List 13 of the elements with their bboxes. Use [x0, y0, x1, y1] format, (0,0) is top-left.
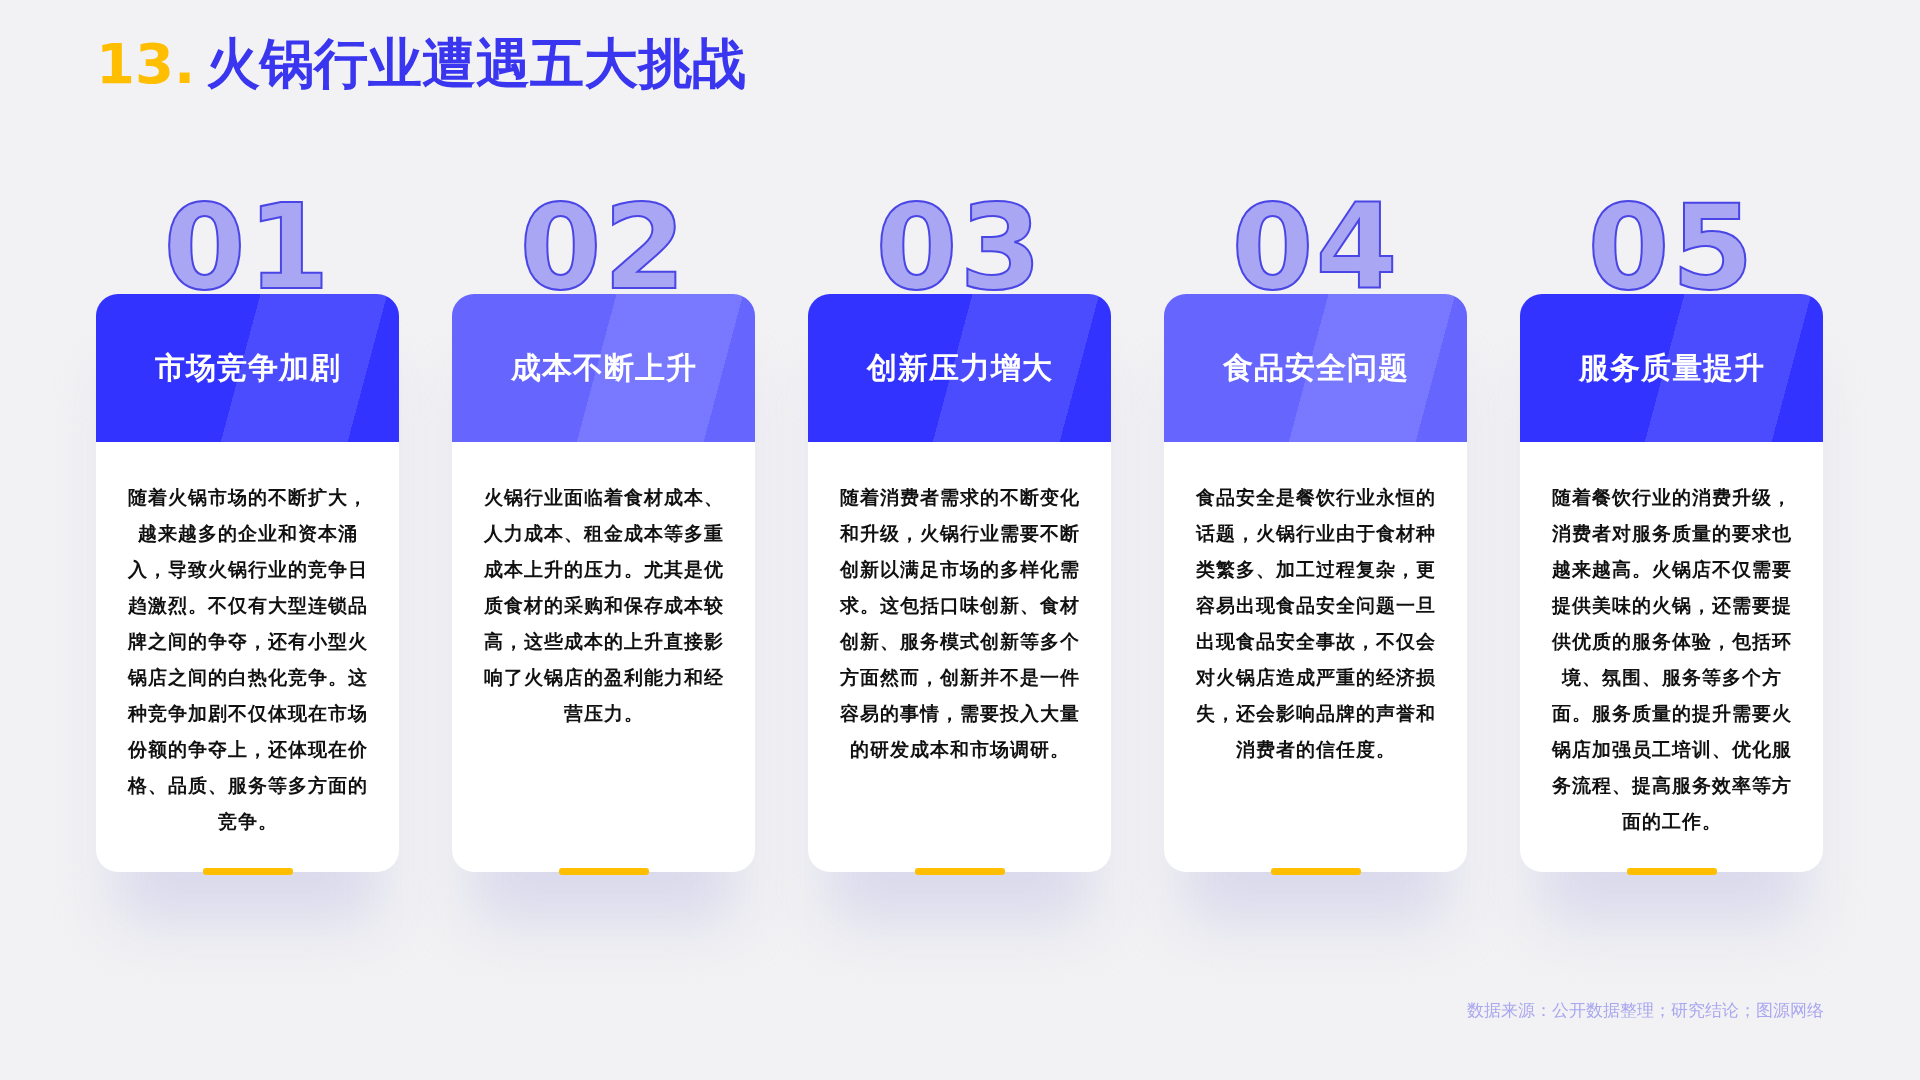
- card-header: 创新压力增大: [808, 294, 1111, 442]
- card-header: 食品安全问题: [1164, 294, 1467, 442]
- description-text: 随着火锅市场的不断扩大，越来越多的企业和资本涌入，导致火锅行业的竞争日趋激烈。不仅有大型连锁品牌之间的争夺，还有小型火锅店之间的白热化竞争。这种竞争加剧不仅体现在市场份额的争夺上，还体现在价格、品质、服务等多方面的竞争。: [126, 486, 369, 834]
- description-text: 火锅行业面临着食材成本、人力成本、租金成本等多重成本上升的压力。尤其是优质食材的采购和保存成本较高，这些成本的上升直接影响了火锅店的盈利能力和经营压力。: [482, 486, 725, 726]
- description-text: 随着消费者需求的不断变化和升级，火锅行业需要不断创新以满足市场的多样化需求。这包括口味创新、食材创新、服务模式创新等多个方面然而，创新并不是一件容易的事情，需要投入大量的研发成本和市场调研。: [838, 486, 1081, 762]
- title-number: 13.: [96, 30, 196, 98]
- source-note: 数据来源：公开数据整理；研究结论；图源网络: [1467, 1000, 1824, 1022]
- card-header: 市场竞争加剧: [96, 294, 399, 442]
- description-text: 随着餐饮行业的消费升级，消费者对服务质量的要求也越来越高。火锅店不仅需要提供美味的火锅，还需要提供优质的服务体验，包括环境、氛围、服务等多个方面。服务质量的提升需要火锅店加强员工培训、优化服务流程、提高服务效率等方面的工作。: [1550, 486, 1793, 834]
- card-header: 成本不断上升: [452, 294, 755, 442]
- title: 火锅行业遭遇五大挑战: [206, 31, 746, 97]
- description-text: 食品安全是餐饮行业永恒的话题，火锅行业由于食材种类繁多、加工过程复杂，更容易出现食品安全问题一旦出现食品安全事故，不仅会对火锅店造成严重的经济损失，还会影响品牌的声誉和消费者的信任度。: [1194, 486, 1437, 762]
- card-header: 服务质量提升: [1520, 294, 1823, 442]
